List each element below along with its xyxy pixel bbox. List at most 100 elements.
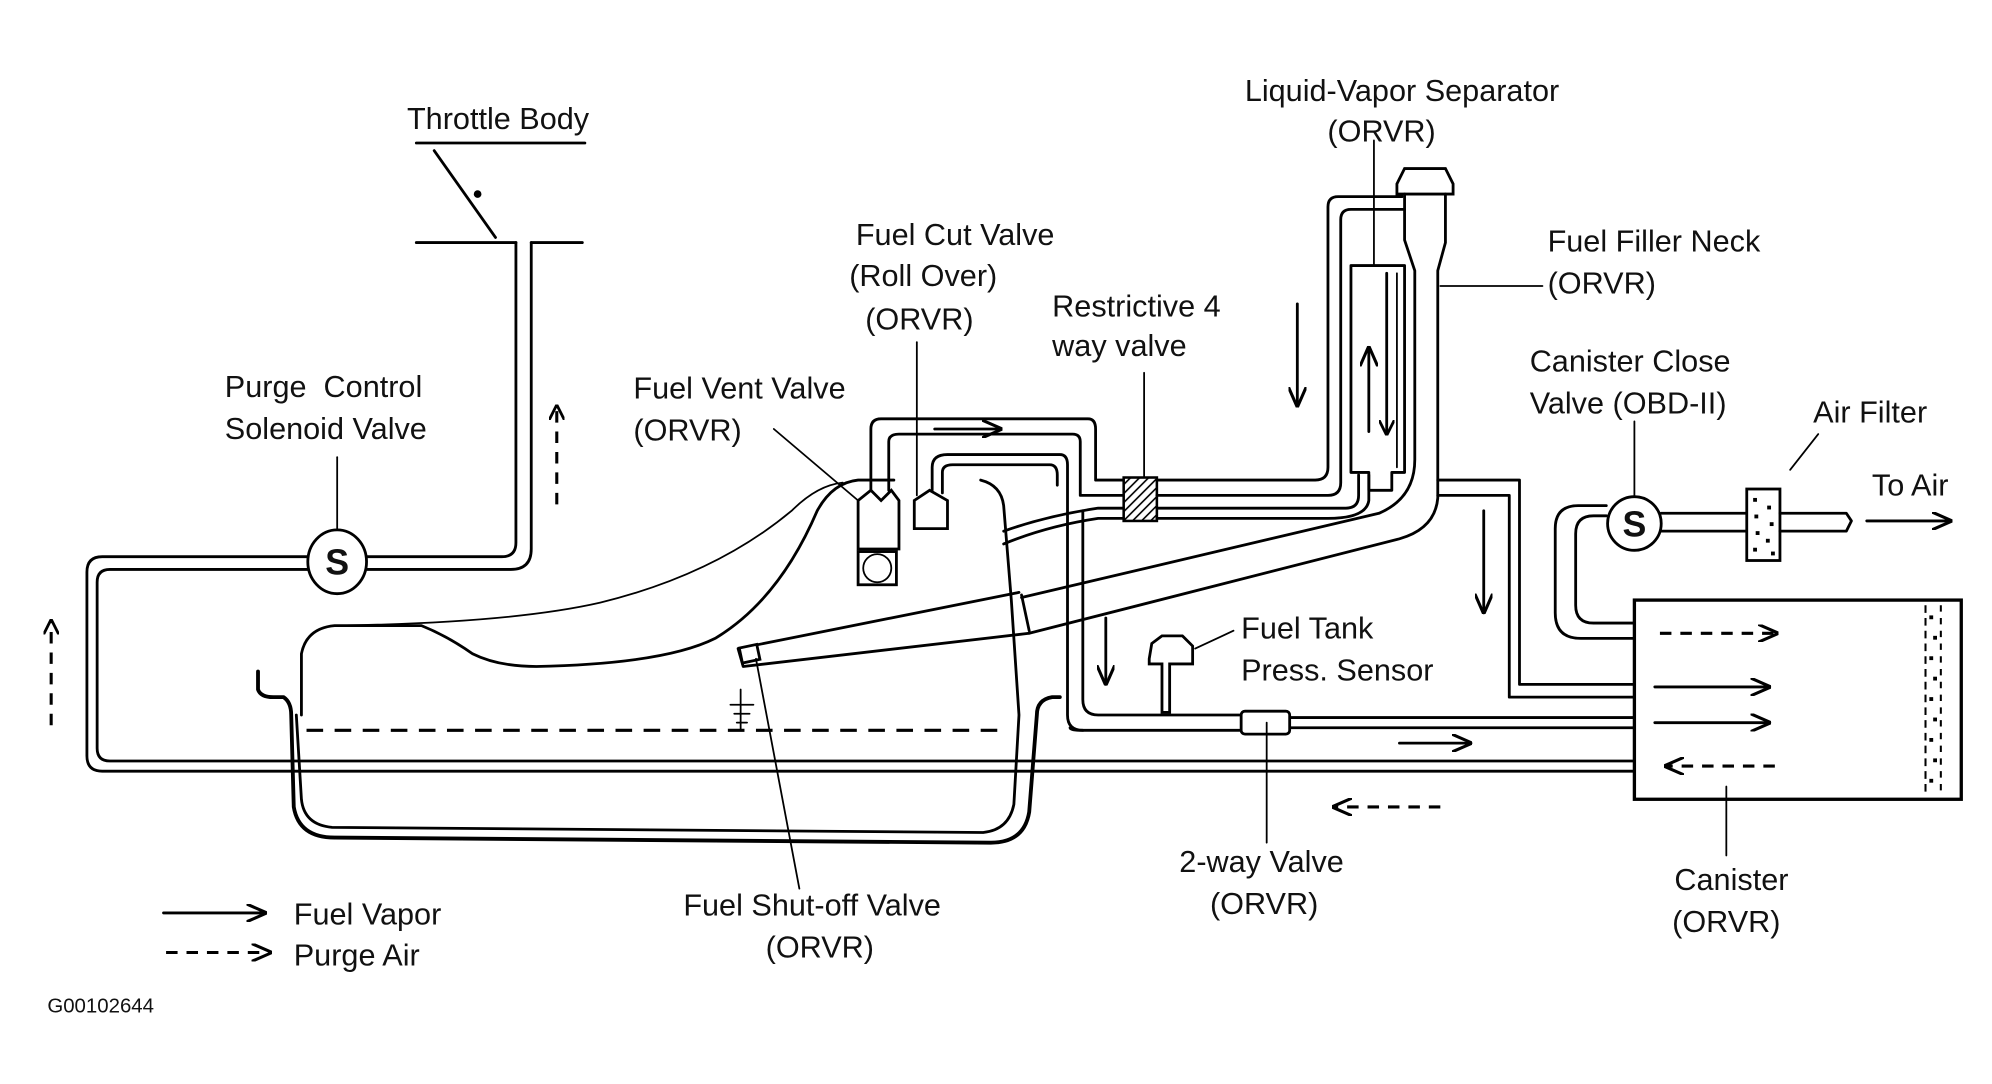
label-shutoff-line1: Fuel Shut-off Valve: [683, 888, 941, 922]
canister-close-pipe-inner: [1574, 514, 1636, 625]
label-canister-close-line2: Valve (OBD-II): [1530, 387, 1727, 421]
throttle-body: [414, 141, 587, 244]
air-filter-media: [1753, 497, 1775, 556]
fuel-filler-neck: [736, 167, 1544, 668]
restrictive-4-way-valve: [1122, 371, 1159, 523]
purge-pipe-outer-upper: [365, 241, 518, 559]
tank-vent-to-restrictive-inner: [1002, 516, 1126, 546]
label-fuel-cut-line1: Fuel Cut Valve: [856, 218, 1055, 252]
fuel-vent-valve: [772, 428, 901, 587]
separator-body: [1349, 264, 1406, 492]
label-air-filter: Air Filter: [1813, 396, 1927, 430]
label-purge-control-line1: Purge Control: [225, 370, 422, 404]
canister-close-valve-symbol: S: [1622, 504, 1646, 544]
air-filter-body: [1745, 487, 1782, 562]
label-shutoff-line2: (ORVR): [766, 931, 874, 965]
label-canister-close-line1: Canister Close: [1530, 345, 1731, 379]
label-two-way-line2: (ORVR): [1210, 887, 1318, 921]
canister-close-valve: S: [1553, 420, 1749, 640]
pressure-sensor-body: [1147, 634, 1195, 714]
purge-line: [85, 241, 1636, 773]
purge-solenoid-body: [306, 528, 368, 596]
separator-outer-pipe-b: [1155, 207, 1406, 497]
purge-control-solenoid-valve: S: [306, 456, 368, 596]
two-way-valve: [1239, 709, 1292, 844]
label-two-way-line1: 2-way Valve: [1179, 845, 1344, 879]
air-filter: [1745, 433, 1953, 562]
label-canister-line2: (ORVR): [1672, 905, 1780, 939]
liquid-vapor-separator: [1349, 139, 1406, 492]
label-canister-line1: Canister: [1674, 863, 1788, 897]
tank-to-2way-pipe-inner: [1068, 726, 1243, 732]
vent-pipes: [869, 417, 1126, 732]
fuel-cut-valve-body: [912, 488, 949, 530]
fuel-level-icon: [729, 688, 755, 732]
two-way-valve-body: [1239, 709, 1292, 736]
tank-right-bottom-contour: [294, 478, 1021, 834]
filler-to-canister-pipe-inner: [1436, 493, 1636, 699]
label-throttle-body: Throttle Body: [407, 102, 590, 136]
label-fuel-cut-line3: (ORVR): [865, 302, 973, 336]
filler-pipe-joint: [1020, 593, 1031, 633]
label-filler-neck-line1: Fuel Filler Neck: [1548, 225, 1761, 259]
canister-body: [1632, 598, 1963, 801]
vent-pipe-outer: [869, 417, 1126, 492]
fuel-vent-valve-body: [856, 488, 901, 551]
canister-close-valve-body: [1606, 495, 1663, 552]
label-fuel-cut-line2: (Roll Over): [849, 259, 997, 293]
label-fuel-vent-line1: Fuel Vent Valve: [633, 371, 845, 405]
tank-saddle-curve: [333, 481, 844, 627]
canister-close-to-filter-pipe: [1659, 511, 1749, 533]
fuel-tank: [256, 478, 1062, 845]
tank-to-2way-pipe-outer: [1081, 509, 1243, 717]
figure-id: G00102644: [47, 995, 154, 1017]
separator-pipes: [1155, 195, 1406, 520]
label-separator-line2: (ORVR): [1327, 115, 1435, 149]
label-restrictive-line1: Restrictive 4: [1052, 290, 1220, 324]
canister: [1632, 598, 1963, 857]
tank-mounting-strap: [256, 669, 1062, 845]
tank-upper-contour: [300, 478, 896, 717]
separator-outer-pipe-a: [1155, 195, 1404, 482]
fuel-shutoff-valve-body: [737, 642, 762, 665]
air-filter-outlet-pipe: [1778, 511, 1853, 533]
separator-pipe-c: [1155, 473, 1361, 510]
fuel-vent-valve-leader: [772, 428, 859, 502]
label-restrictive-line2: way valve: [1051, 329, 1186, 363]
filler-neck-right-wall: [1027, 192, 1447, 635]
cut-valve-pipe-outer: [930, 453, 1085, 732]
purge-solenoid-symbol: S: [325, 543, 349, 583]
fuel-vent-valve-float: [862, 553, 893, 584]
legend: Fuel Vapor Purge Air: [162, 897, 442, 972]
label-tank-sensor-line1: Fuel Tank: [1241, 611, 1374, 645]
purge-pipe-outer-lower: [85, 555, 1636, 773]
label-separator-line1: Liquid-Vapor Separator: [1245, 74, 1559, 108]
pressure-sensor-leader: [1194, 629, 1235, 650]
filler-cap: [1395, 167, 1455, 196]
filler-neck-left-wall: [1020, 192, 1417, 599]
restrictive-valve-body: [1122, 476, 1159, 523]
canister-close-pipe-outer: [1553, 504, 1636, 640]
label-purge-control-line2: Solenoid Valve: [225, 412, 427, 446]
air-filter-leader: [1789, 433, 1820, 471]
purge-pipe-inner-upper: [365, 241, 533, 571]
legend-purge-air-label: Purge Air: [294, 938, 420, 972]
filler-to-canister-pipe-outer: [1436, 478, 1636, 686]
label-filler-neck-line2: (ORVR): [1548, 267, 1656, 301]
label-to-air: To Air: [1872, 468, 1949, 502]
throttle-pivot: [473, 190, 482, 198]
vent-pipe-inner: [887, 432, 1126, 497]
legend-fuel-vapor-label: Fuel Vapor: [294, 897, 442, 931]
fuel-shutoff-valve-leader: [755, 657, 801, 890]
throttle-plate: [432, 149, 497, 239]
fuel-vent-valve-float-housing: [856, 550, 898, 587]
label-fuel-vent-line2: (ORVR): [633, 413, 741, 447]
label-tank-sensor-line2: Press. Sensor: [1241, 654, 1433, 688]
canister-filter-media: [1924, 605, 1942, 795]
purge-pipe-inner-lower: [95, 568, 1636, 763]
filler-pipe-into-tank: [736, 591, 1031, 668]
fuel-tank-pressure-sensor: [1147, 629, 1235, 714]
tank-vent-to-restrictive-outer: [1002, 506, 1126, 533]
separator-pipe-d: [1155, 473, 1371, 520]
